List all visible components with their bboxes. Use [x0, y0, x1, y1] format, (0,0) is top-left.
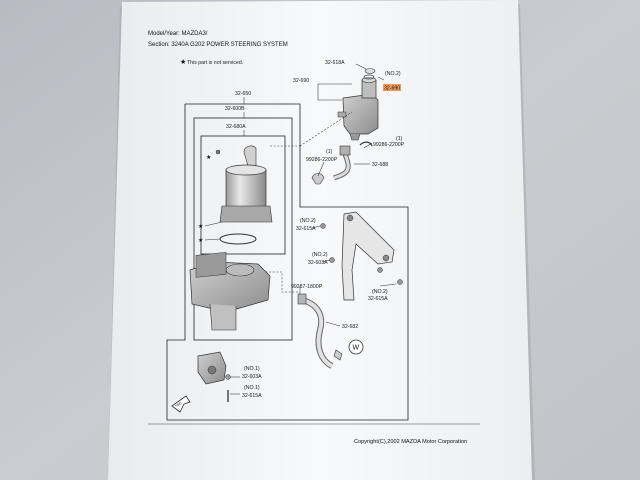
leader-99286-a: [317, 161, 325, 177]
bolt-3: [377, 267, 383, 273]
leader-sticker: [377, 76, 385, 81]
bolt-5: [225, 374, 231, 380]
w-marker-label: W: [353, 345, 360, 352]
label-99286-a: 99286-2200P: [306, 157, 338, 163]
mounting-bracket: [341, 211, 395, 301]
leader-615a-a: [311, 225, 321, 229]
pump-motor: [219, 145, 273, 223]
clamp-lower: [311, 173, 325, 185]
label-1-b: (1): [396, 136, 403, 142]
reservoir-seal: [363, 74, 375, 80]
reservoir-cap: [364, 68, 376, 74]
star-icon: ★: [180, 58, 186, 66]
label-no2-d: (NO.2): [372, 289, 388, 295]
label-no2-c: (NO.2): [312, 252, 328, 258]
label-618a: 32-618A: [325, 60, 345, 66]
hose-fitting: [339, 145, 351, 156]
label-603a-a: 32-603A: [308, 260, 328, 266]
header-section: Section: 3240A G202 POWER STEERING SYSTE…: [148, 42, 288, 48]
leader-690: [317, 84, 342, 101]
bolt-2: [329, 257, 335, 263]
clamp-upper: [359, 141, 373, 147]
header-model: Model/Year: MAZDA3/: [148, 31, 208, 37]
dash-line-3: [262, 271, 300, 293]
frame-600b: [193, 117, 293, 341]
dash-line-2: [299, 111, 353, 147]
label-615a-a: 32-615A: [296, 226, 316, 232]
hose-lower-fitting: [297, 293, 307, 305]
leader-bolt-4: [379, 283, 397, 287]
screw-top: [215, 149, 221, 155]
w-marker: [348, 339, 364, 355]
label-682: 32-682: [342, 324, 358, 330]
frame-680a: [200, 135, 286, 255]
label-603a-b: 32-603A: [242, 374, 262, 380]
leader-618a: [355, 63, 367, 70]
label-600b: 32-600B: [225, 106, 245, 112]
leader-99286-b: [363, 142, 373, 149]
bolt-4: [397, 279, 403, 285]
label-680a: 32-680A: [226, 124, 246, 130]
lower-mount: [197, 351, 227, 385]
star-icon-1: ★: [206, 154, 211, 161]
leader-star-2: [204, 221, 223, 227]
label-690: 32-690: [293, 78, 309, 84]
clamp-hose-lower: [333, 349, 343, 361]
svg-text:FWD: FWD: [175, 401, 184, 408]
star-icon-3: ★: [198, 237, 203, 244]
label-690-highlight: 32-690: [384, 86, 400, 92]
leader-star-3: [204, 238, 221, 241]
label-99287: 99287-1800P: [291, 284, 323, 290]
label-no1-a: (NO.1): [244, 366, 260, 372]
label-no2-a: (NO.2): [385, 71, 401, 77]
direction-arrow-icon: FWD: [171, 395, 191, 413]
label-1-a: (1): [326, 149, 333, 155]
leader-682: [325, 321, 341, 327]
leader-603a-a: [321, 259, 331, 263]
star-icon-2: ★: [198, 223, 203, 230]
label-no1-b: (NO.1): [244, 385, 260, 391]
star-note: This part is not serviced.: [187, 60, 243, 66]
paper-sheet: [108, 0, 532, 480]
label-650: 32-650: [235, 91, 251, 97]
footer-copyright: Copyright(C),2002 MAZDA Motor Corporatio…: [354, 439, 467, 445]
highlight-sticker: [383, 84, 401, 91]
pump-body: [189, 251, 271, 331]
label-99286-b: 99286-2200P: [373, 142, 405, 148]
outer-frame: [166, 103, 409, 421]
label-615a-c: 32-615A: [242, 393, 262, 399]
label-615a-b: 32-615A: [368, 296, 388, 302]
label-no2-b: (NO.2): [300, 218, 316, 224]
label-688: 32-688: [372, 162, 388, 168]
bolt-1: [320, 223, 326, 229]
